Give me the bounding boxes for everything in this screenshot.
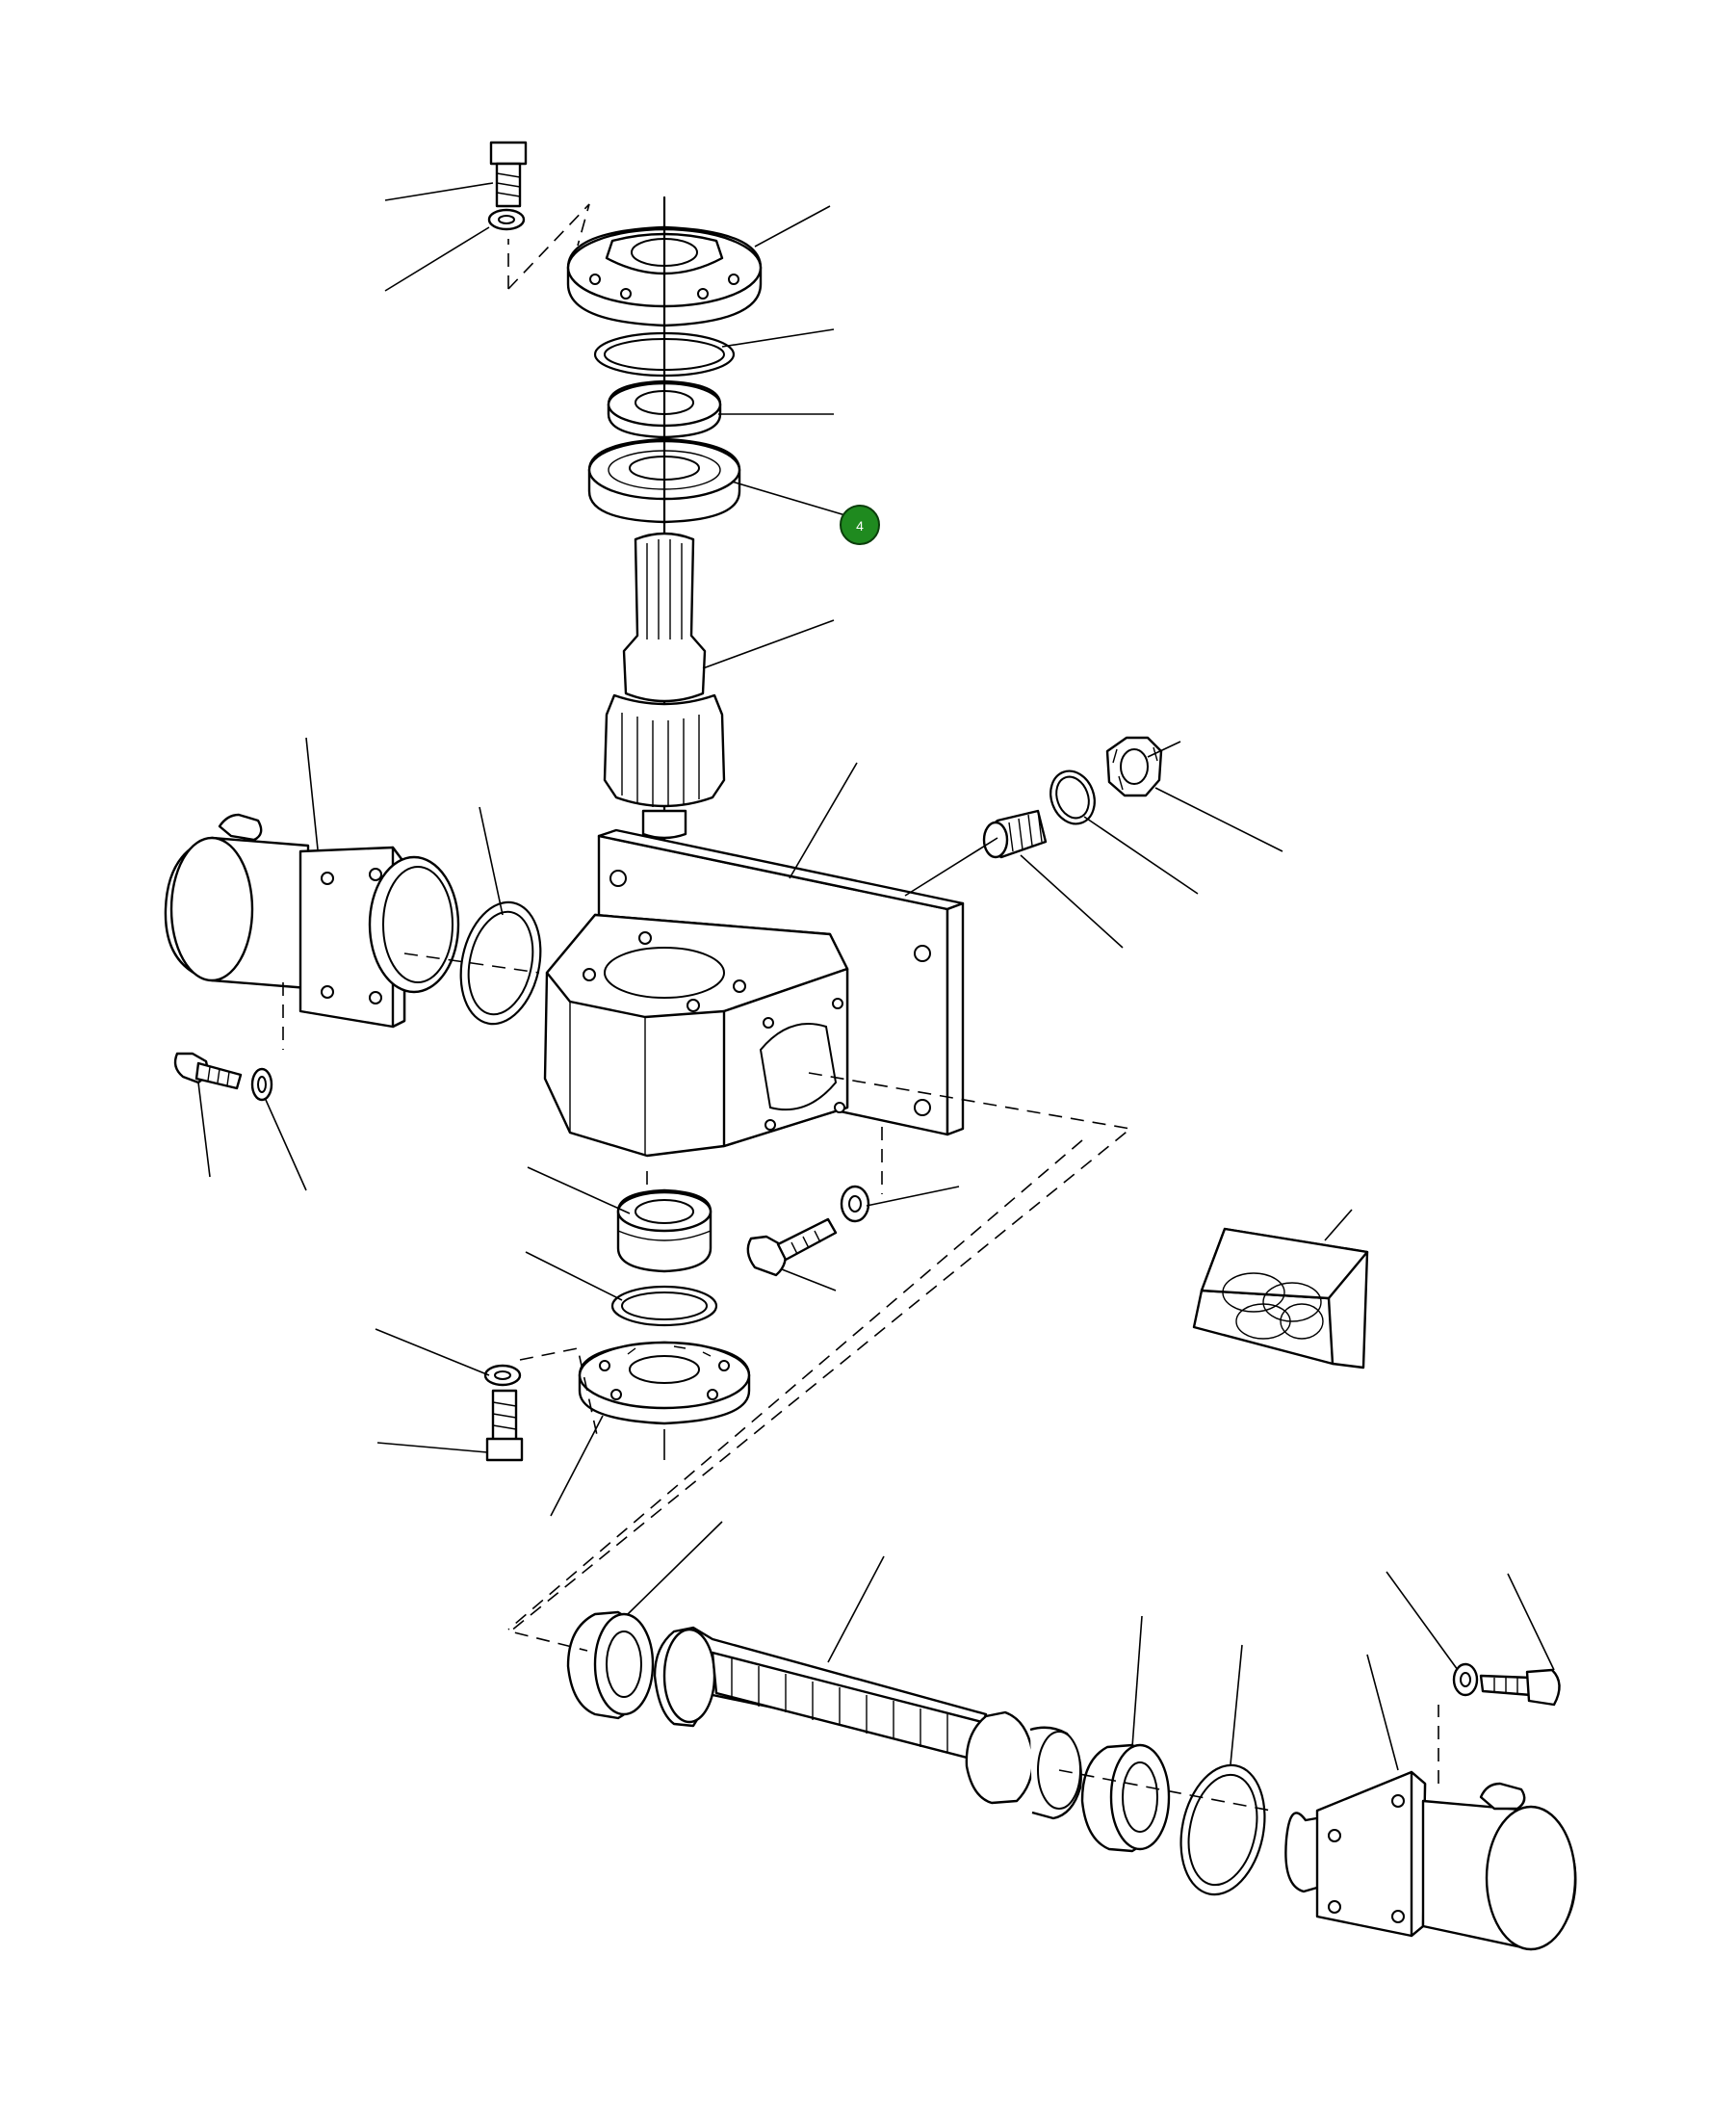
adjuster-screw (982, 809, 1048, 859)
lower-washer (840, 1185, 870, 1223)
right-rack-o-ring (1179, 1763, 1266, 1896)
callout-badge-circle[interactable] (840, 505, 880, 545)
leader-lines (197, 182, 1555, 1771)
left-socket-bolt (173, 1052, 243, 1090)
right-rack-seal (1080, 1743, 1171, 1853)
seal-kit-bag (1192, 1227, 1369, 1370)
lower-socket-bolt (746, 1217, 838, 1277)
top-washer (487, 208, 526, 231)
left-cylinder-cap (164, 813, 460, 1029)
right-socket-bolt (1479, 1668, 1561, 1707)
pinion-shaft (603, 532, 726, 840)
right-cylinder-cap (1284, 1770, 1577, 1951)
right-o-ring (1049, 770, 1096, 825)
bottom-bearing-flange (578, 1341, 751, 1425)
left-cylinder-o-ring (459, 900, 542, 1026)
bottom-gasket (610, 1285, 718, 1327)
left-washer (250, 1067, 273, 1102)
left-rack-seal (566, 1610, 655, 1720)
assembly-dash-lines (403, 952, 1272, 1812)
bottom-bearing (616, 1188, 713, 1273)
top-bolt (489, 141, 528, 208)
bottom-bolt (485, 1389, 524, 1462)
bottom-bolt-dash-line (519, 1347, 598, 1436)
top-bolt-dash-line (507, 203, 590, 290)
callout-badge-4[interactable]: 4 (840, 505, 880, 545)
bottom-washer (483, 1364, 522, 1387)
rack-bar (653, 1626, 1082, 1820)
gear-housing (543, 828, 965, 1158)
slotted-nut (1105, 736, 1163, 797)
right-washer (1452, 1662, 1479, 1697)
